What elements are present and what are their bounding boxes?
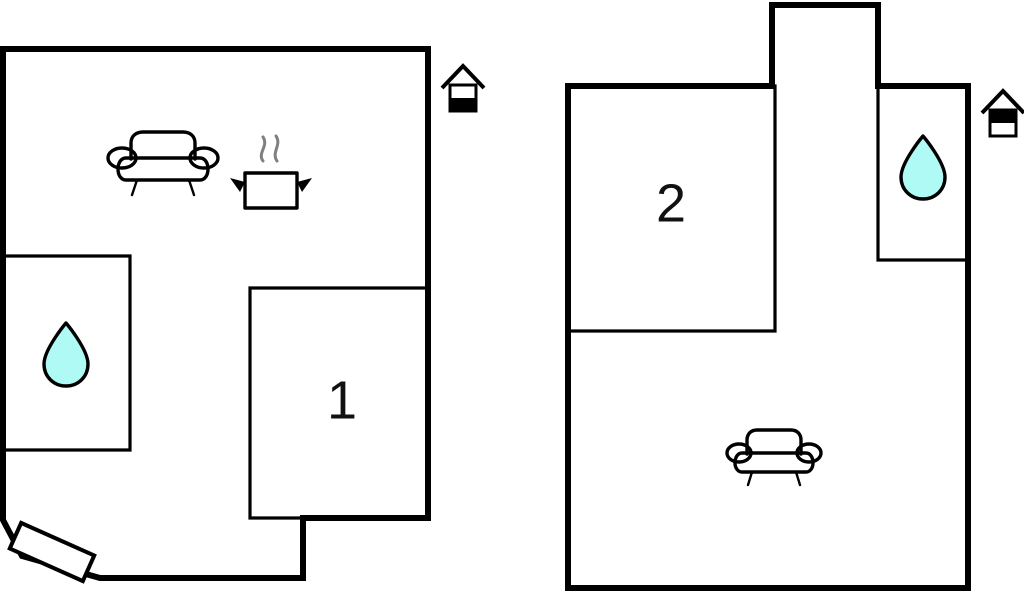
window-opening-left [7, 520, 97, 584]
plan-right: 2 [565, 2, 1024, 591]
plan-left-room1-partition [248, 286, 430, 520]
room-label-2: 2 [656, 173, 686, 233]
house-icon-upper-floor [980, 88, 1024, 138]
room-label-1: 1 [327, 370, 357, 430]
water-drop-icon-right [899, 134, 947, 201]
water-drop-icon-left [42, 321, 90, 388]
plan-right-room2-partition [566, 84, 777, 333]
plan-left: 1 [0, 46, 486, 584]
sofa-icon [106, 130, 220, 197]
plan-left-outer-wall [0, 46, 431, 581]
plan-right-outer-wall [565, 2, 971, 591]
house-icon-ground-floor [440, 63, 486, 113]
plan-left-bathroom-partition [1, 254, 132, 452]
plan-right-bathroom-partition [876, 84, 970, 262]
sofa-icon-right [725, 428, 823, 487]
cooking-pot-icon [230, 134, 312, 210]
